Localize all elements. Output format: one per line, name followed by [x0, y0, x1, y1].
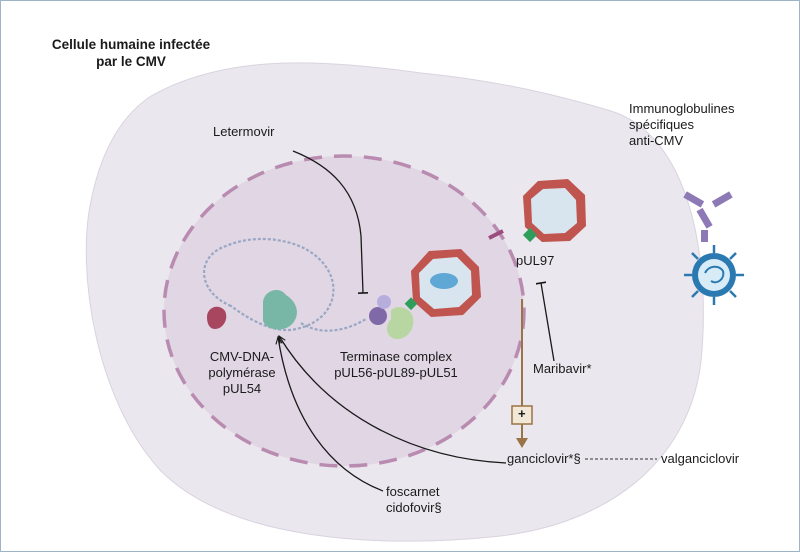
letermovir-label: Letermovir [213, 124, 275, 139]
foscarnet-arrow [278, 337, 384, 492]
terminase-green [387, 307, 414, 340]
nuclear-membrane [162, 154, 526, 468]
cell-title-line1: Cellule humaine infectée [51, 37, 211, 52]
immunoglobulins-line2: spécifiques [629, 117, 695, 132]
maribavir-inhibition-line [535, 281, 555, 362]
polymerase-line2: polymérase [208, 365, 276, 380]
membrane-fragment [488, 229, 504, 240]
letermovir-inhibition-line [292, 150, 369, 295]
terminase-purple [369, 307, 387, 325]
pul97-arrowhead [516, 438, 528, 448]
terminase-line2: pUL56-pUL89-pUL51 [334, 365, 458, 380]
viral-dna-loop [203, 237, 335, 332]
immunoglobulins-label: Immunoglobulines spécifiques anti-CMV [629, 101, 735, 149]
valganciclovir-label: valganciclovir [661, 451, 740, 466]
terminase-label: Terminase complex pUL56-pUL89-pUL51 [326, 349, 466, 381]
ganciclovir-arrow [279, 336, 507, 464]
viral-dna-strand [300, 318, 367, 332]
plus-box [511, 405, 533, 425]
polymerase-line3: pUL54 [222, 381, 262, 396]
nucleus [164, 156, 524, 466]
cell-title: Cellule humaine infectée par le CMV [31, 36, 231, 70]
dna-polymerase-pul54 [263, 289, 297, 330]
terminase-line1: Terminase complex [340, 349, 452, 364]
polymerase-line1: CMV-DNA- [209, 349, 275, 364]
red-protein [207, 306, 227, 329]
pul97-marker-nucleus [404, 297, 418, 311]
capsid-dna-core [430, 273, 458, 289]
antibody-icon [683, 191, 733, 242]
pul97-label: pUL97 [516, 253, 555, 268]
ganciclovir-label: ganciclovir*§ [507, 451, 581, 466]
immunoglobulins-line3: anti-CMV [629, 133, 684, 148]
immunoglobulins-line1: Immunoglobulines [629, 101, 735, 116]
polymerase-label: CMV-DNA- polymérase pUL54 [187, 349, 297, 397]
foscarnet-line1: foscarnet [386, 484, 440, 499]
cell-title-line2: par le CMV [96, 54, 166, 69]
maribavir-label: Maribavir* [533, 361, 592, 376]
foscarnet-label: foscarnet cidofovir§ [386, 484, 442, 516]
cmv-virion-icon [684, 245, 744, 305]
plus-sign: + [518, 406, 526, 421]
pul97-marker [522, 227, 538, 243]
foscarnet-line2: cidofovir§ [386, 500, 442, 515]
terminase-lilac [377, 295, 391, 309]
